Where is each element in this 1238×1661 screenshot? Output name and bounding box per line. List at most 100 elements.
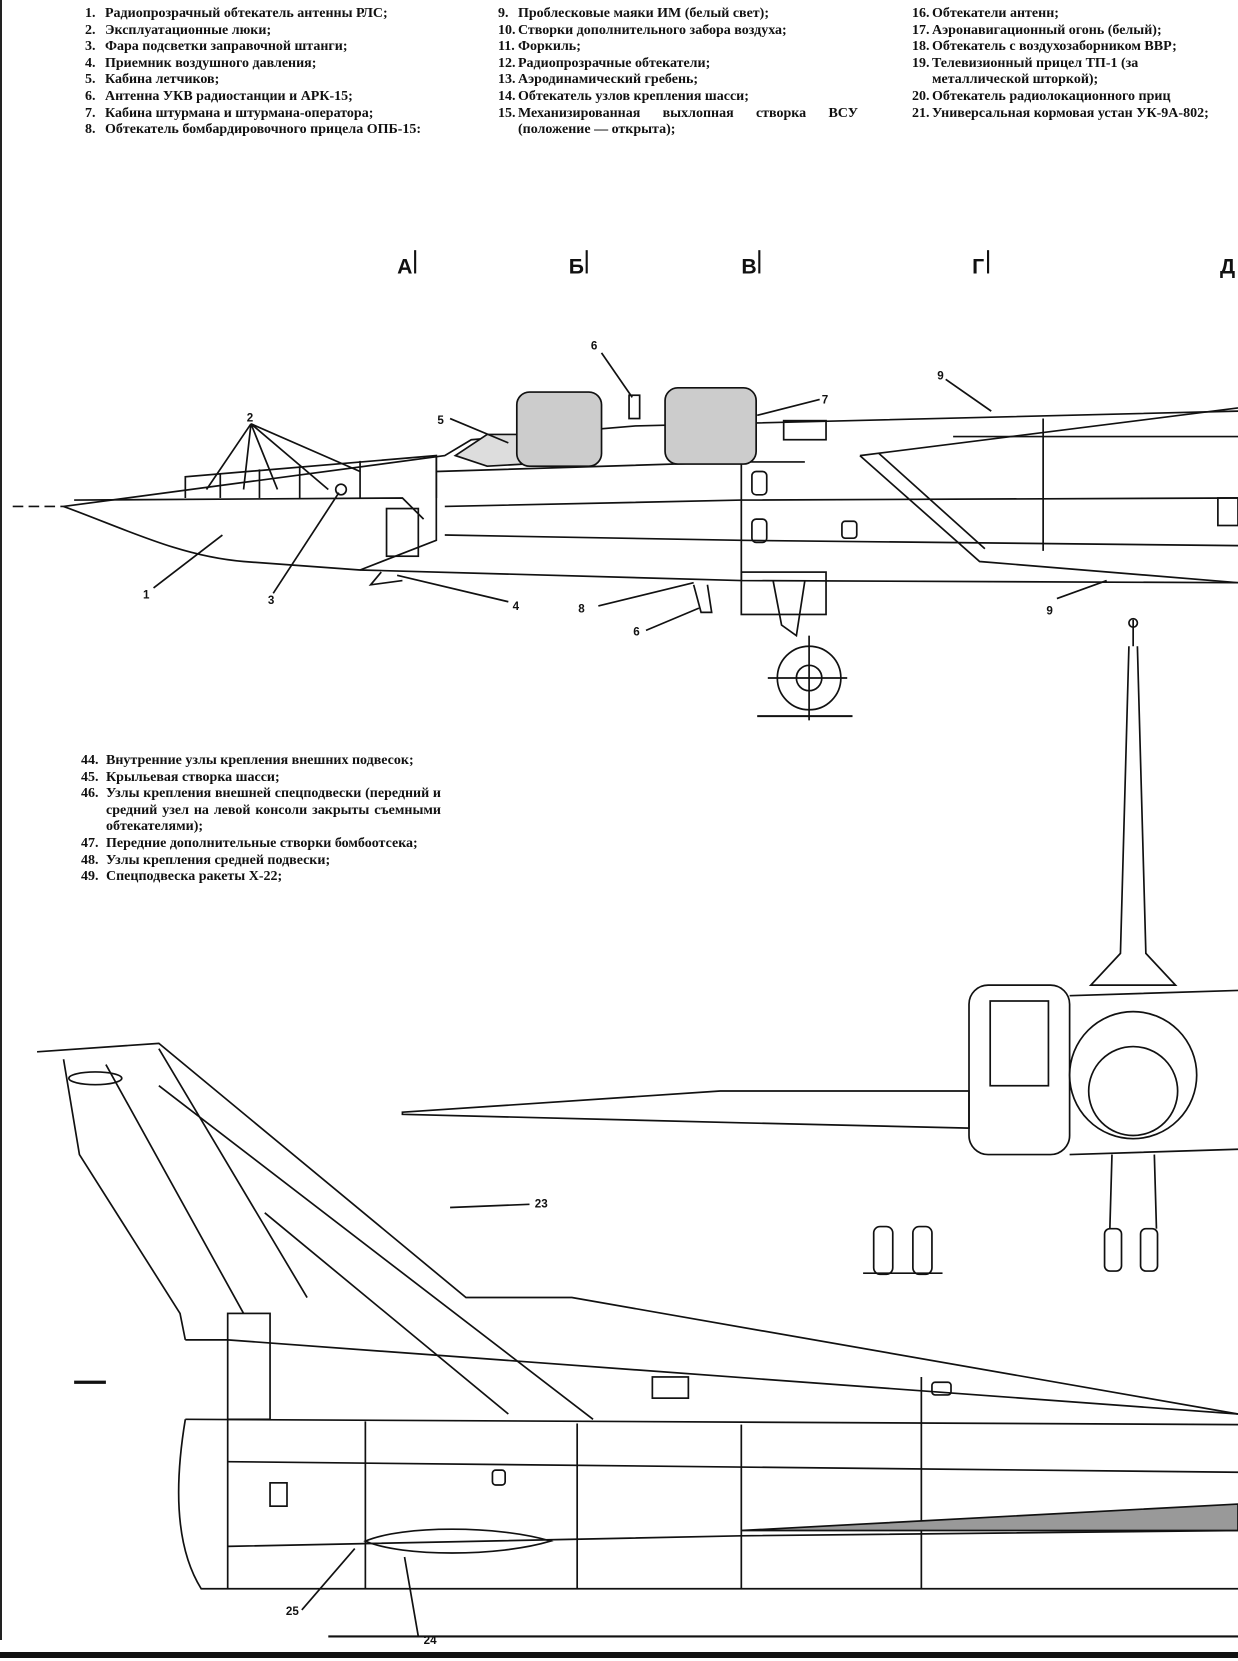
legend-item-text: Обтекатели антенн; bbox=[932, 6, 1059, 21]
legend-item-text: Створки дополнительного забора воздуха; bbox=[518, 22, 787, 38]
legend-item-text: металлической шторкой); bbox=[932, 72, 1099, 88]
legend-item-number: 44. bbox=[81, 753, 99, 768]
legend-item-number: 10. bbox=[498, 22, 516, 38]
legend-item-number: 11. bbox=[498, 39, 515, 55]
legend-item-number: 47. bbox=[81, 835, 99, 851]
legend-item: 16.Обтекатели антенн; bbox=[912, 6, 1238, 23]
legend-item-number: 46. bbox=[81, 786, 99, 802]
front-view bbox=[401, 617, 1238, 1276]
legend-item: 45. Крыльевая створка шасси; bbox=[81, 770, 441, 787]
station-a: А bbox=[397, 255, 412, 278]
legend-item: 10.Створки дополнительного забора воздух… bbox=[498, 23, 858, 40]
callout-23: 23 bbox=[535, 1198, 548, 1211]
legend-top-left: 1. Радиопрозрачный обтекатель антенны РЛС… bbox=[85, 6, 445, 139]
legend-item-number: 15. bbox=[498, 105, 516, 121]
legend-top-right: 16.Обтекатели антенн;17.Аэронавигационны… bbox=[912, 6, 1238, 122]
legend-item: 1. Радиопрозрачный обтекатель антенны РЛС… bbox=[85, 6, 445, 23]
legend-item: 20.Обтекатель радиолокационного приц bbox=[912, 89, 1238, 106]
legend-item-text: Обтекатель узлов крепления шасси; bbox=[518, 88, 749, 104]
legend-item-text: Механизированная выхлопная створка ВСУ (… bbox=[518, 105, 858, 138]
legend-item: 44. Внутренние узлы крепления внешних под… bbox=[81, 753, 441, 770]
legend-item-number: 19. bbox=[912, 55, 930, 71]
legend-item: 17.Аэронавигационный огонь (белый); bbox=[912, 23, 1238, 40]
legend-item-text: Узлы крепления средней подвески; bbox=[106, 852, 331, 868]
side-view-forward-fuselage bbox=[12, 352, 1238, 721]
legend-item-text: Крыльевая створка шасси; bbox=[106, 769, 280, 785]
legend-item-number: 18. bbox=[912, 39, 930, 55]
legend-item-number: 7. bbox=[85, 105, 96, 121]
legend-item-text: Узлы крепления внешней спецподвески (пер… bbox=[106, 786, 441, 835]
station-g: Г bbox=[972, 255, 984, 278]
legend-item-number: 13. bbox=[498, 72, 516, 88]
legend-item-number: 21. bbox=[912, 105, 930, 121]
tail-callouts: 23 25 24 bbox=[286, 1198, 548, 1647]
callout-6-bottom: 6 bbox=[633, 626, 640, 639]
callout-24: 24 bbox=[424, 1634, 437, 1647]
legend-item-text: Обтекатель бомбардировочного прицела ОПБ… bbox=[105, 122, 422, 138]
legend-item-text: Проблесковые маяки ИМ (белый свет); bbox=[518, 6, 770, 21]
legend-item: 19.Телевизионный прицел ТП-1 (за bbox=[912, 56, 1238, 73]
legend-item-text: Радиопрозрачные обтекатели; bbox=[518, 55, 711, 71]
legend-item-number: 8. bbox=[85, 122, 96, 138]
legend-item-text: Кабина летчиков; bbox=[105, 72, 220, 88]
legend-item: 15.Механизированная выхлопная створка ВС… bbox=[498, 106, 858, 139]
legend-item: 7. Кабина штурмана и штурмана-оператора; bbox=[85, 106, 445, 123]
legend-item-text: Кабина штурмана и штурмана-оператора; bbox=[105, 105, 374, 121]
callout-6-top: 6 bbox=[591, 340, 598, 353]
legend-item-number: 49. bbox=[81, 869, 99, 885]
legend-item: 3. Фара подсветки заправочной штанги; bbox=[85, 39, 445, 56]
legend-item: 6.Антенна УКВ радиостанции и АРК-15; bbox=[85, 89, 445, 106]
legend-item-text: Универсальная кормовая устан УК-9А-802; bbox=[932, 105, 1209, 121]
legend-item-text: Фара подсветки заправочной штанги; bbox=[105, 39, 348, 55]
legend-item-text: Форкиль; bbox=[518, 39, 581, 55]
legend-item: 5. Кабина летчиков; bbox=[85, 72, 445, 89]
page-frame-bottom bbox=[0, 1652, 1238, 1658]
legend-item-number: 14. bbox=[498, 88, 516, 104]
legend-item-text: Телевизионный прицел ТП-1 (за bbox=[932, 55, 1139, 71]
legend-item: 12.Радиопрозрачные обтекатели; bbox=[498, 56, 858, 73]
station-markers: А Б В Г Д bbox=[397, 250, 1235, 278]
station-b: Б bbox=[569, 255, 584, 278]
legend-item: 9. Проблесковые маяки ИМ (белый свет); bbox=[498, 6, 858, 23]
side-view-callouts: 1 2 3 4 5 6 6 7 8 9 9 bbox=[143, 340, 1053, 639]
callout-4: 4 bbox=[513, 600, 520, 613]
callout-25: 25 bbox=[286, 1605, 299, 1618]
legend-item-number: 2. bbox=[85, 22, 96, 38]
legend-item-text: Радиопрозрачный обтекатель антенны РЛС; bbox=[105, 6, 388, 21]
legend-item: 11.Форкиль; bbox=[498, 39, 858, 56]
legend-item-number: 6. bbox=[85, 88, 96, 104]
legend-top-middle: 9.Проблесковые маяки ИМ (белый свет);10.… bbox=[498, 6, 858, 139]
legend-item: 14.Обтекатель узлов крепления шасси; bbox=[498, 89, 858, 106]
legend-item: металлической шторкой); bbox=[912, 72, 1238, 89]
legend-item: 21.Универсальная кормовая устан УК-9А-80… bbox=[912, 106, 1238, 123]
legend-item: 2. Эксплуатационные люки; bbox=[85, 23, 445, 40]
legend-item-text: Эксплуатационные люки; bbox=[105, 22, 272, 38]
side-view-tail bbox=[37, 1042, 1238, 1638]
legend-item-number: 45. bbox=[81, 769, 99, 785]
callout-8: 8 bbox=[578, 602, 585, 615]
callout-5: 5 bbox=[437, 414, 444, 427]
station-v: В bbox=[741, 255, 756, 278]
legend-item-text: Передние дополнительные створки бомбоотс… bbox=[106, 835, 418, 851]
legend-item-number: 48. bbox=[81, 852, 99, 868]
legend-item-text: Приемник воздушного давления; bbox=[105, 55, 317, 71]
legend-item-text: Аэронавигационный огонь (белый); bbox=[932, 22, 1162, 38]
legend-item: 13.Аэродинамический гребень; bbox=[498, 72, 858, 89]
legend-item-number: 5. bbox=[85, 72, 96, 88]
legend-item-number: 1. bbox=[85, 6, 96, 21]
legend-item-number: 16. bbox=[912, 6, 930, 21]
callout-9-bottom: 9 bbox=[1046, 604, 1053, 617]
legend-item-text: Обтекатель с воздухозаборником ВВР; bbox=[932, 39, 1177, 55]
legend-item-number: 3. bbox=[85, 39, 96, 55]
legend-item: 8. Обтекатель бомбардировочного прицела О… bbox=[85, 122, 445, 139]
legend-item-number: 17. bbox=[912, 22, 930, 38]
legend-item-text: Обтекатель радиолокационного приц bbox=[932, 88, 1171, 104]
callout-2: 2 bbox=[247, 412, 253, 425]
callout-1: 1 bbox=[143, 589, 150, 602]
legend-item-number: 9. bbox=[498, 6, 509, 21]
legend-item-text: Аэродинамический гребень; bbox=[518, 72, 699, 88]
legend-item-number: 12. bbox=[498, 55, 516, 71]
legend-item: 4.Приемник воздушного давления; bbox=[85, 56, 445, 73]
legend-item-text: Внутренние узлы крепления внешних подвес… bbox=[106, 753, 414, 768]
callout-9-top: 9 bbox=[937, 369, 944, 382]
